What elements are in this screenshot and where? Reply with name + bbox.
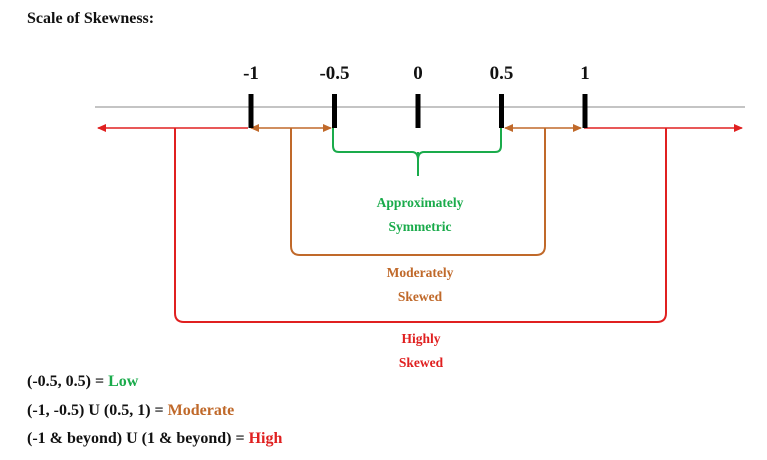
legend-row-high-prefix: (-1 & beyond) U (1 & beyond) = [27,430,249,447]
tick-mark-3 [499,94,504,128]
symmetric-label-line2: Symmetric [389,219,452,234]
legend-row-high: (-1 & beyond) U (1 & beyond) = High [27,430,282,448]
high-label-line2: Skewed [399,355,444,370]
high-bracket [174,128,667,323]
symmetric-label-line1: Approximately [377,195,464,210]
legend-row-low: (-0.5, 0.5) = Low [27,373,138,391]
tick-label-3: 0.5 [490,63,514,84]
tick-mark-2 [415,94,421,128]
legend-row-moderate-value: Moderate [167,402,235,419]
legend-row-moderate: (-1, -0.5) U (0.5, 1) = Moderate [27,402,234,420]
legend-row-low-prefix: (-0.5, 0.5) = [27,373,109,390]
moderate-bracket [290,128,546,256]
legend-row-low-value: Low [108,373,139,390]
tick-label-1: -0.5 [319,63,349,84]
tick-mark-0 [248,94,254,128]
legend-row-moderate-prefix: (-1, -0.5) U (0.5, 1) = [27,402,168,419]
tick-mark-1 [332,94,337,128]
tick-marks [248,94,588,128]
moderate-label-line2: Skewed [398,289,443,304]
tick-mark-4 [582,94,588,128]
tick-label-0: -1 [243,63,259,84]
legend-row-high-value: High [248,430,283,447]
tick-label-2: 0 [413,63,423,84]
tick-label-4: 1 [580,63,590,84]
moderate-label-line1: Moderately [387,265,454,280]
tick-labels: -1 -0.5 0 0.5 1 [243,63,590,84]
high-label-line1: Highly [401,331,440,346]
diagram-title: Scale of Skewness: [27,10,155,27]
